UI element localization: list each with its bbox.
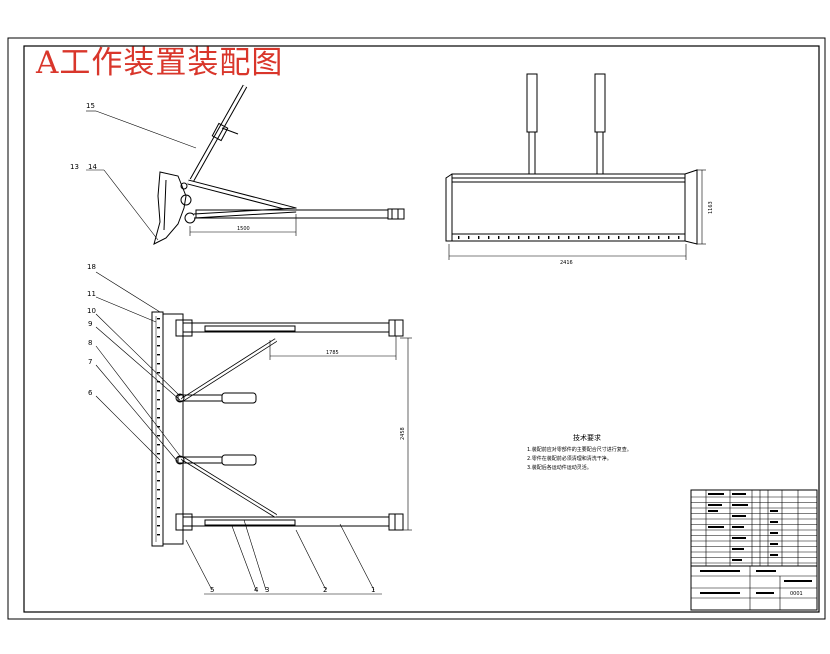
drawing-number: 0001 [790, 591, 803, 597]
tech-req-line-2: 2.零件在装配前必须清理和清洗干净。 [527, 455, 612, 462]
front-view-bolts [458, 236, 680, 239]
front-view [445, 73, 706, 260]
part-label-18: 18 [87, 263, 96, 271]
part-label-3: 3 [265, 586, 269, 594]
part-label-5: 5 [210, 586, 214, 594]
top-dim-length: 1785 [326, 350, 339, 356]
part-label-15: 15 [86, 102, 95, 110]
tech-req-line-3: 3.装配后各运动件运动灵活。 [527, 464, 592, 471]
part-label-2: 2 [323, 586, 327, 594]
top-view-bolts [157, 318, 160, 536]
part-label-1: 1 [371, 586, 375, 594]
front-dim-height: 1163 [708, 201, 714, 214]
drawing-title: A工作装置装配图 [35, 45, 283, 81]
outer-frame [7, 37, 826, 620]
top-view [95, 271, 412, 595]
part-label-14: 14 [88, 163, 97, 171]
top-dim-width: 2458 [400, 427, 406, 440]
side-view [86, 84, 405, 245]
title-block [690, 489, 818, 611]
part-label-7: 7 [88, 358, 92, 366]
part-label-13: 13 [70, 163, 79, 171]
side-dim-length: 1500 [237, 226, 250, 232]
inner-frame [23, 45, 820, 613]
part-label-4: 4 [254, 586, 259, 594]
part-label-9: 9 [88, 320, 92, 328]
part-label-10: 10 [87, 307, 96, 315]
part-label-11: 11 [87, 290, 96, 298]
part-label-6: 6 [88, 389, 93, 397]
tech-req-line-1: 1.装配前应对零部件的主要配合尺寸进行复查。 [527, 446, 632, 453]
tech-req-heading: 技术要求 [573, 433, 601, 442]
front-dim-width: 2416 [560, 260, 573, 266]
title-block-fill [700, 493, 812, 594]
part-label-8: 8 [88, 339, 92, 347]
